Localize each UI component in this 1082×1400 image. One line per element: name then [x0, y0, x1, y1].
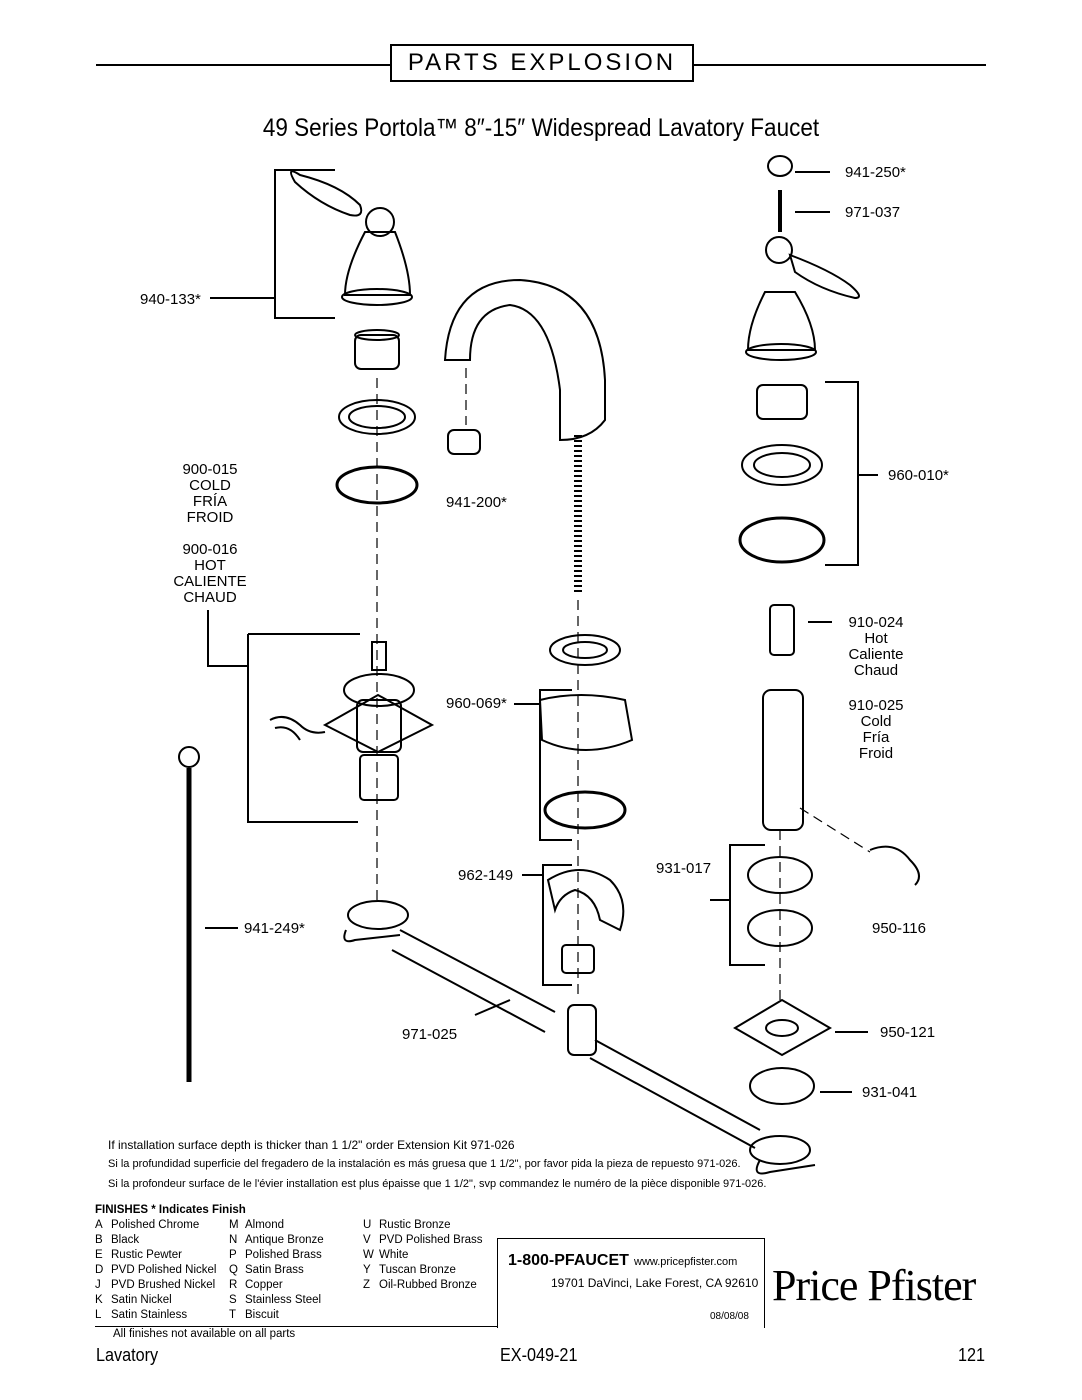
finishes-heading: FINISHES * Indicates Finish — [95, 1204, 246, 1216]
label-941-250: 941-250* — [845, 164, 906, 181]
parts-explosion-banner: PARTS EXPLOSION — [390, 44, 694, 82]
spout-flange — [538, 694, 634, 751]
bracket-962-149 — [546, 869, 625, 932]
label-950-116: 950-116 — [872, 920, 926, 937]
price-pfister-logo: Price Pfister — [772, 1261, 976, 1310]
website: www.pricepfister.com — [634, 1256, 738, 1268]
note-spanish: Si la profundidad superficie del fregade… — [108, 1158, 741, 1170]
header-rule-left — [96, 64, 390, 66]
label-940-133: 940-133* — [140, 291, 201, 308]
left-stem — [371, 641, 387, 671]
label-960-069: 960-069* — [446, 695, 507, 712]
note-french: Si la profondeur surface de le l'évier i… — [108, 1178, 767, 1190]
bracket-960-010 — [825, 381, 859, 566]
right-valve-body — [762, 689, 804, 831]
index-cap — [767, 155, 793, 177]
center-tee — [567, 1004, 597, 1056]
address: 19701 DaVinci, Lake Forest, CA 92610 — [551, 1276, 759, 1290]
contact-box — [497, 1238, 765, 1328]
label-941-249: 941-249* — [244, 920, 305, 937]
spout-body — [443, 278, 606, 442]
right-handle-drawing — [788, 253, 860, 300]
supply-hose-right — [589, 1039, 761, 1149]
label-962-149: 962-149 — [458, 867, 514, 884]
label-931-041: 931-041 — [862, 1084, 918, 1101]
label-960-010: 960-010* — [888, 467, 949, 484]
label-971-025: 971-025 — [402, 1026, 458, 1043]
label-941-200: 941-200* — [446, 494, 507, 511]
aerator — [447, 429, 481, 455]
left-handle-drawing — [290, 170, 413, 306]
left-mount-plate — [322, 693, 435, 754]
right-cartridge — [769, 604, 795, 656]
supply-hose-left — [391, 929, 556, 1033]
page-title: 49 Series Portola™ 8″-15″ Widespread Lav… — [262, 114, 820, 142]
phone-number: 1-800-PFAUCET — [508, 1252, 629, 1269]
left-sleeve — [354, 334, 400, 370]
lift-rod-knob — [178, 746, 200, 768]
nut-931-041 — [749, 1067, 815, 1105]
label-950-121: 950-121 — [880, 1024, 936, 1041]
label-971-037: 971-037 — [845, 204, 901, 221]
header-rule-right — [694, 64, 986, 66]
right-clip — [869, 845, 920, 886]
label-931-017: 931-017 — [656, 860, 712, 877]
bracket-940-133 — [274, 169, 335, 319]
revision-date: 08/08/08 — [710, 1311, 749, 1322]
washer-931-017 — [747, 856, 813, 894]
spout-gasket — [549, 634, 621, 666]
note-english: If installation surface depth is thicker… — [108, 1138, 515, 1152]
plate-950-121 — [733, 998, 833, 1057]
footer-section: Lavatory — [96, 1345, 159, 1365]
finishes-footnote: All finishes not available on all parts — [95, 1326, 497, 1342]
footer-doc-number: EX-049-21 — [500, 1345, 578, 1365]
left-clip — [269, 715, 326, 741]
footer-page-number: 121 — [958, 1345, 986, 1365]
